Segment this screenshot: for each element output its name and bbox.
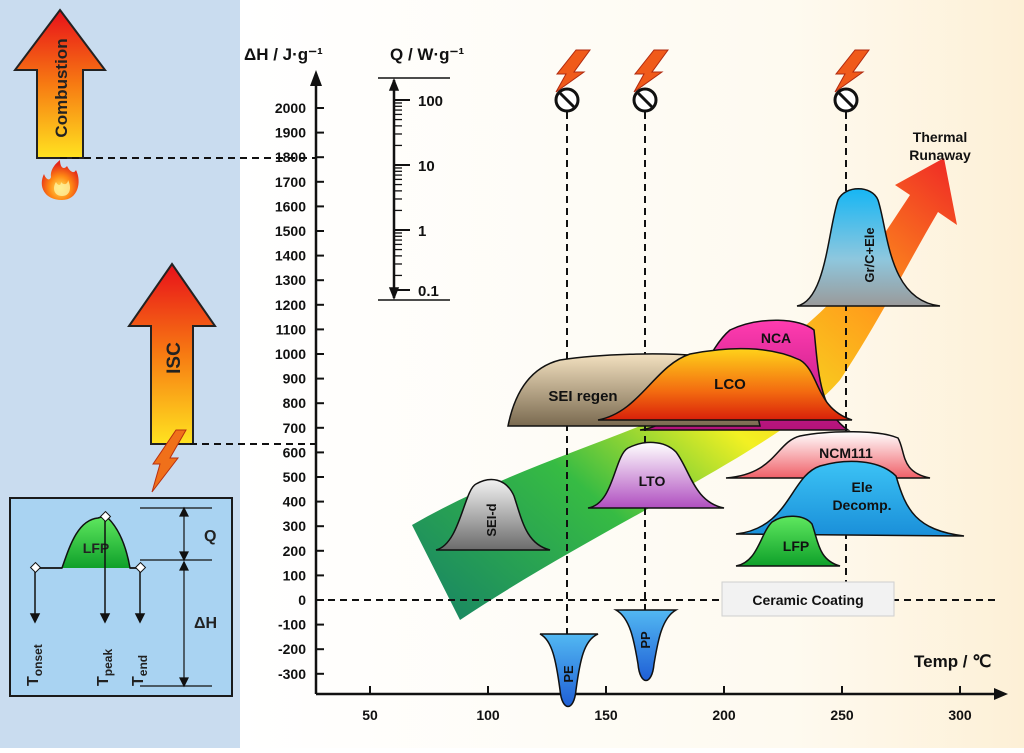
svg-text:Gr/C+Ele: Gr/C+Ele: [862, 227, 877, 282]
t-peak-label: Tpeak: [95, 649, 115, 686]
y-tick-label: 2000: [275, 100, 306, 116]
x-tick-label: 250: [830, 707, 854, 723]
pe-dip: PE: [539, 633, 599, 708]
lfp-peak: LFP: [735, 515, 841, 567]
svg-text:Thermal: Thermal: [913, 129, 967, 145]
pp-dip: PP: [613, 609, 679, 682]
svg-text:Tpeak: Tpeak: [95, 649, 115, 686]
y-tick-label: 1000: [275, 346, 306, 362]
svg-text:NCA: NCA: [761, 330, 791, 346]
svg-text:Ele: Ele: [851, 479, 872, 495]
svg-text:SEI regen: SEI regen: [548, 388, 617, 405]
isc-label: ISC: [164, 342, 185, 374]
y-tick-label: 600: [283, 444, 307, 460]
y-tick-label: 1300: [275, 272, 306, 288]
q-tick-label: 100: [418, 93, 443, 110]
q-tick-label: 1: [418, 223, 426, 240]
t-onset-label: Tonset: [25, 644, 45, 686]
y-tick-label: 1700: [275, 174, 306, 190]
y-tick-label: 700: [283, 420, 307, 436]
thermal-runaway-arrow: [412, 158, 957, 620]
svg-text:Ceramic Coating: Ceramic Coating: [752, 592, 863, 608]
y-tick-label: 1600: [275, 198, 306, 214]
y-tick-label: 1400: [275, 248, 306, 264]
x-tick-label: 150: [594, 707, 618, 723]
svg-text:Runaway: Runaway: [909, 147, 971, 163]
thermal-runaway-label: Thermal Runaway: [909, 129, 971, 163]
lco-peak: LCO: [597, 347, 853, 421]
y-tick-label: 1900: [275, 125, 306, 141]
y-tick-labels: 2000190018001700160015001400130012001100…: [275, 100, 324, 682]
y-axis: [310, 70, 322, 694]
svg-text:NCM111: NCM111: [819, 445, 873, 461]
q-scale: [378, 77, 450, 301]
x-axis: [316, 688, 1008, 700]
y-axis-title: ΔH / J·g⁻¹: [244, 45, 323, 64]
svg-text:Tend: Tend: [130, 655, 150, 686]
svg-text:LTO: LTO: [639, 473, 666, 489]
gr-c-ele-peak: Gr/C+Ele: [796, 188, 941, 307]
lightning-icon: [151, 429, 187, 493]
y-tick-label: 1100: [276, 321, 307, 337]
svg-text:PP: PP: [638, 631, 653, 649]
y-tick-label: 400: [283, 494, 307, 510]
svg-text:Decomp.: Decomp.: [832, 497, 891, 513]
y-tick-label: 300: [283, 518, 307, 534]
svg-text:Tonset: Tonset: [25, 644, 45, 686]
y-tick-label: 1200: [275, 297, 306, 313]
y-tick-label: 0: [298, 592, 306, 608]
q-tick-label: 10: [418, 158, 435, 175]
y-tick-label: 200: [283, 543, 307, 559]
svg-text:PE: PE: [561, 665, 576, 683]
x-tick-label: 100: [476, 707, 500, 723]
y-tick-label: -100: [278, 617, 306, 633]
lto-peak: LTO: [587, 441, 725, 509]
svg-text:LFP: LFP: [783, 538, 809, 554]
t-end-label: Tend: [130, 655, 150, 686]
y-tick-label: -300: [278, 666, 306, 682]
q-scale-minor-ticks: [394, 99, 410, 291]
q-tick-labels: 100 10 1 0.1: [418, 93, 443, 300]
svg-text:SEI-d: SEI-d: [484, 503, 499, 536]
sei-d-peak: SEI-d: [435, 478, 551, 551]
combustion-arrow: Combustion: [13, 8, 107, 159]
y-tick-label: -200: [278, 641, 306, 657]
flame-icon: [41, 160, 79, 200]
inset-q-label: Q: [204, 528, 216, 545]
x-tick-label: 300: [948, 707, 972, 723]
q-tick-label: 0.1: [418, 283, 439, 300]
x-tick-labels: 50 100 150 200 250 300: [362, 686, 972, 723]
legend-inset: LFP Q ΔH Tonset Tpeak Te: [9, 497, 233, 697]
y-tick-label: 100: [283, 567, 307, 583]
q-axis-title: Q / W·g⁻¹: [390, 45, 464, 64]
separator-shutdown-icon-2: [632, 49, 669, 113]
combustion-label: Combustion: [52, 38, 71, 137]
inset-lfp-label: LFP: [83, 540, 109, 556]
x-tick-label: 50: [362, 707, 378, 723]
y-tick-label: 800: [283, 395, 307, 411]
x-tick-label: 200: [712, 707, 736, 723]
y-tick-label: 500: [283, 469, 307, 485]
inset-dh-label: ΔH: [194, 615, 217, 632]
ceramic-coating-box: Ceramic Coating: [721, 581, 895, 617]
separator-shutdown-icon-3: [833, 49, 870, 113]
svg-text:LCO: LCO: [714, 376, 746, 393]
x-axis-title: Temp / ℃: [914, 652, 991, 671]
y-tick-label: 1500: [275, 223, 306, 239]
y-tick-label: 900: [283, 371, 307, 387]
separator-shutdown-icon-1: [554, 49, 591, 113]
